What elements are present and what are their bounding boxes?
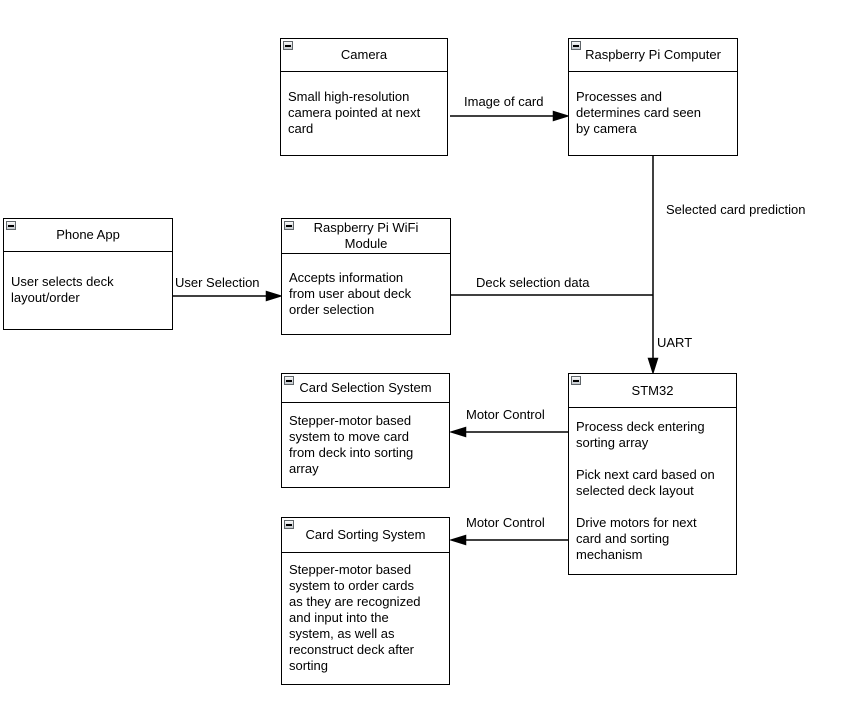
collapse-icon[interactable] [284, 376, 294, 385]
edge-label-motor-control-2[interactable]: Motor Control [466, 515, 545, 530]
edge-label-image-of-card[interactable]: Image of card [464, 94, 544, 109]
node-camera-body: Small high-resolution camera pointed at … [288, 89, 421, 136]
node-phone-app-title: Phone App [4, 219, 172, 252]
node-card-selection-system-body: Stepper-motor based system to move card … [289, 412, 414, 476]
node-raspberry-pi-computer-title: Raspberry Pi Computer [569, 39, 737, 72]
node-raspberry-pi-computer-body: Processes and determines card seen by ca… [576, 89, 702, 136]
edge-motor-control-1-arrowhead[interactable] [448, 426, 467, 438]
node-stm32[interactable]: STM32 Process deck entering sorting arra… [568, 373, 737, 575]
node-stm32-body: Process deck entering sorting array Pick… [576, 418, 715, 562]
node-card-sorting-system-body: Stepper-motor based system to order card… [289, 562, 421, 673]
collapse-icon[interactable] [284, 221, 294, 230]
edge-selected-card-prediction-arrowhead[interactable] [647, 357, 659, 376]
collapse-icon[interactable] [283, 41, 293, 50]
node-raspberry-pi-wifi-module[interactable]: Raspberry Pi WiFi Module Accepts informa… [281, 218, 451, 335]
edge-label-user-selection[interactable]: User Selection [175, 275, 260, 290]
collapse-icon[interactable] [6, 221, 16, 230]
node-raspberry-pi-wifi-module-title: Raspberry Pi WiFi Module [282, 219, 450, 254]
edge-image-of-card-arrowhead[interactable] [552, 110, 571, 122]
node-phone-app[interactable]: Phone App User selects deck layout/order [3, 218, 173, 330]
node-camera[interactable]: Camera Small high-resolution camera poin… [280, 38, 448, 156]
node-raspberry-pi-computer[interactable]: Raspberry Pi Computer Processes and dete… [568, 38, 738, 156]
edge-label-deck-selection-data[interactable]: Deck selection data [476, 275, 590, 290]
edge-label-uart[interactable]: UART [657, 335, 693, 350]
node-card-sorting-system-title: Card Sorting System [282, 518, 449, 553]
node-card-selection-system[interactable]: Card Selection System Stepper-motor base… [281, 373, 450, 488]
node-camera-title: Camera [281, 39, 447, 72]
collapse-icon[interactable] [284, 520, 294, 529]
collapse-icon[interactable] [571, 41, 581, 50]
node-card-sorting-system[interactable]: Card Sorting System Stepper-motor based … [281, 517, 450, 685]
collapse-icon[interactable] [571, 376, 581, 385]
edge-user-selection-arrowhead[interactable] [265, 290, 284, 302]
node-phone-app-body: User selects deck layout/order [11, 274, 114, 305]
edge-motor-control-2-arrowhead[interactable] [448, 534, 467, 546]
edge-label-motor-control-1[interactable]: Motor Control [466, 407, 545, 422]
edge-label-selected-card-prediction[interactable]: Selected card prediction [666, 202, 806, 217]
node-stm32-title: STM32 [569, 374, 736, 408]
node-raspberry-pi-wifi-module-body: Accepts information from user about deck… [289, 269, 412, 317]
node-card-selection-system-title: Card Selection System [282, 374, 449, 403]
